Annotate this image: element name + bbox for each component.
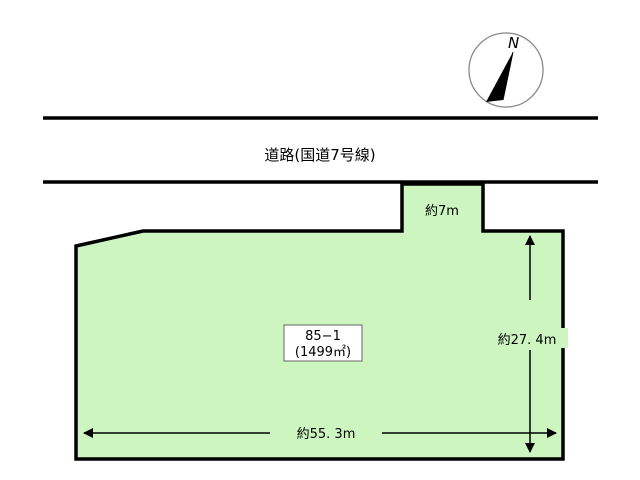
north-arrow-outline bbox=[502, 51, 514, 101]
frontage-label: 約55. 3m bbox=[297, 427, 356, 442]
access-width-label: 約7m bbox=[425, 204, 459, 219]
lot-number: 85−1 bbox=[305, 329, 341, 344]
depth-label-bg bbox=[488, 328, 568, 348]
depth-label: 約27. 4m bbox=[498, 333, 557, 348]
north-label: N bbox=[508, 34, 519, 52]
road-label: 道路(国道7号線) bbox=[264, 146, 375, 164]
compass: N bbox=[468, 32, 544, 108]
lot-shape bbox=[74, 182, 565, 461]
lot-label-box bbox=[283, 324, 363, 362]
lot-area: (1499㎡) bbox=[295, 345, 351, 360]
north-arrow-icon bbox=[486, 52, 513, 102]
